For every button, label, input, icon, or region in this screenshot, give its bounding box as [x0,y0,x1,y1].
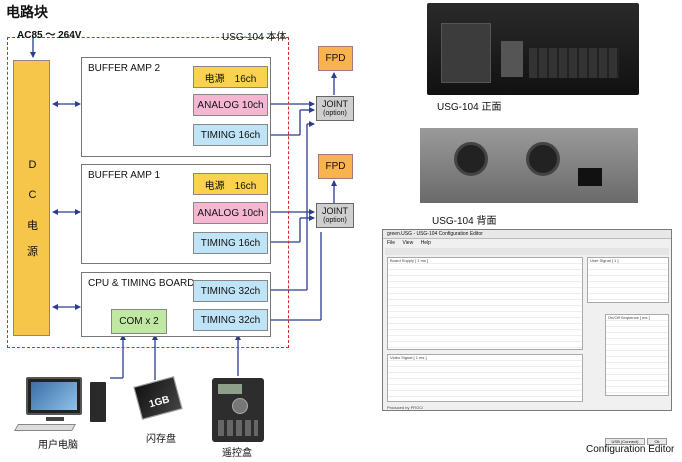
fpd-box-1: FPD [318,46,353,71]
pc-tower-icon [90,382,106,422]
dc-char-dian: 电 [27,220,38,232]
diagram-title: 电路块 [6,4,48,20]
user-signal-table: User Signal [ 1 ] [587,257,669,303]
usg-back-photo [420,128,638,203]
module-analog-10ch: ANALOG 10ch [193,94,268,116]
module-timing-32ch-1: TIMING 32ch [193,280,268,302]
usg-front-photo [427,3,639,95]
board-supply-table: Board Supply [ 1 ms ] [387,257,583,350]
joint-sub-label: (option) [323,217,347,224]
joint-box-2: JOINT (option) [316,203,354,228]
pc-stand-icon [46,417,64,421]
pc-monitor-icon [26,377,82,415]
menu-file[interactable]: File [387,240,396,246]
module-power-16ch: 电源 16ch [193,66,268,88]
board-name: BUFFER AMP 2 [88,63,161,74]
footer-text: Produced by PROCI [387,405,424,410]
joint-label: JOINT [322,206,348,216]
ok-button[interactable]: Ok [647,438,667,445]
module-analog-10ch: ANALOG 10ch [193,202,268,224]
config-editor-window: green.USG - USG-104 Configuration Editor… [382,229,672,445]
power-input-label: AC85 ～ 264V [17,30,82,41]
keyboard-icon [13,424,77,431]
menu-view[interactable]: View [402,240,414,246]
module-timing-32ch-2: TIMING 32ch [193,309,268,331]
joint-label: JOINT [322,99,348,109]
module-timing-16ch: TIMING 16ch [193,232,268,254]
remote-box-icon [212,378,264,442]
config-editor-caption: Configuration Editor [586,444,675,455]
menu-bar: File View Help [383,240,671,247]
menu-help[interactable]: Help [420,240,431,246]
fpd-box-2: FPD [318,154,353,179]
dc-char-d: D [28,159,37,171]
flash-card-capacity: 1GB [148,394,171,411]
body-name-label: USG-104 本体 [222,32,287,43]
dc-char-c: C [28,189,37,201]
joint-box-1: JOINT (option) [316,96,354,121]
module-power-16ch: 电源 16ch [193,173,268,195]
toolbar [385,248,669,255]
section-label: User Signal [ 1 ] [590,258,619,263]
window-title: green.USG - USG-104 Configuration Editor [383,230,671,239]
dc-supply-block: D C 电 源 [13,60,50,336]
joint-sub-label: (option) [323,110,347,117]
com-port-module: COM x 2 [111,309,167,334]
remote-caption: 遥控盒 [222,448,252,459]
video-signal-table: Video Signal [ 1 ms ] [387,354,583,402]
board-name: BUFFER AMP 1 [88,170,161,181]
back-photo-caption: USG-104 背面 [432,216,497,227]
pc-caption: 用户电脑 [38,440,78,451]
module-timing-16ch: TIMING 16ch [193,124,268,146]
usb-connect-button[interactable]: USB (Connect) [605,438,645,445]
dc-char-yuan: 源 [27,246,38,258]
on-off-sequence-list: On/Off Sequence [ ms ] [605,314,669,396]
section-label: Board Supply [ 1 ms ] [390,258,429,263]
front-photo-caption: USG-104 正面 [437,102,502,113]
usg-body-boundary [7,37,289,348]
board-name: CPU & TIMING BOARD [88,278,195,289]
section-label: Video Signal [ 1 ms ] [390,355,427,360]
flash-caption: 闪存盘 [146,434,176,445]
section-label: On/Off Sequence [ ms ] [608,315,650,320]
